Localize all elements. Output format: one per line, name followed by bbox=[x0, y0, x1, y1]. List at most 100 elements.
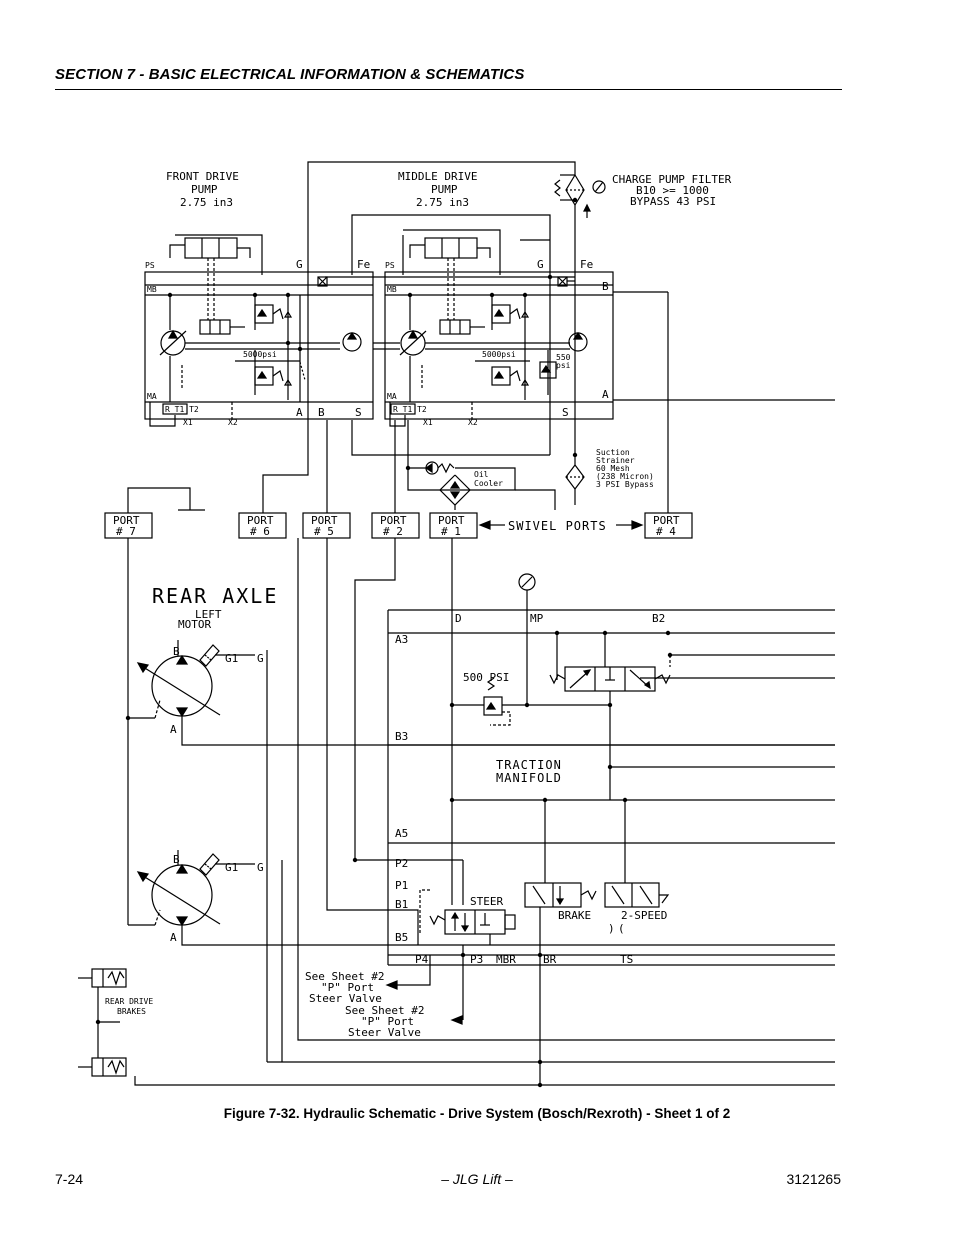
front-pump-title-1: FRONT DRIVE bbox=[166, 170, 239, 183]
footer-brand: – JLG Lift – bbox=[441, 1171, 513, 1187]
page-number: 7-24 bbox=[55, 1171, 84, 1187]
middle-pump-title-1: MIDDLE DRIVE bbox=[398, 170, 477, 183]
port-2: PORT # 2 bbox=[371, 512, 420, 539]
front-rt: R T1 T2 bbox=[165, 405, 199, 414]
manifold-p3: P3 bbox=[470, 953, 483, 966]
manifold-b2: B2 bbox=[652, 612, 665, 625]
front-fe: Fe bbox=[357, 258, 370, 271]
port-7-l1: PORT bbox=[113, 514, 140, 527]
brake-valve bbox=[524, 800, 597, 1085]
middle-b: B bbox=[602, 280, 609, 293]
middle-ma: MA bbox=[387, 392, 397, 401]
charge-filter-line-1: CHARGE PUMP FILTER bbox=[612, 173, 732, 186]
front-ps: PS bbox=[145, 261, 155, 270]
front-a: A bbox=[296, 406, 303, 419]
manifold-a5: A5 bbox=[395, 827, 408, 840]
middle-fe: Fe bbox=[580, 258, 593, 271]
right-motor: B A G1 G bbox=[128, 850, 835, 1062]
port-1-l1: PORT bbox=[438, 514, 465, 527]
middle-pump-box bbox=[384, 271, 614, 420]
front-b: B bbox=[318, 406, 325, 419]
brakes-label-1: REAR DRIVE bbox=[105, 997, 153, 1006]
port-4-l1: PORT bbox=[653, 514, 680, 527]
swivel-ports-label: SWIVEL PORTS bbox=[508, 519, 607, 533]
svg-text:): ) bbox=[608, 922, 615, 935]
manifold-p2: P2 bbox=[395, 857, 408, 870]
front-g: G bbox=[296, 258, 303, 271]
manifold-title-1: TRACTION bbox=[496, 758, 562, 772]
front-x1: X1 bbox=[183, 418, 193, 427]
brakes-label-2: BRAKES bbox=[117, 1007, 146, 1016]
port-6-l1: PORT bbox=[247, 514, 274, 527]
motor2-g1: G1 bbox=[225, 861, 238, 874]
port-6: PORT # 6 bbox=[238, 512, 287, 539]
strainer-line-3: 60 Mesh bbox=[596, 464, 630, 473]
manifold-p4: P4 bbox=[415, 953, 429, 966]
middle-pump-title-3: 2.75 in3 bbox=[416, 196, 469, 209]
oil-cooler-line-2: Cooler bbox=[474, 479, 503, 488]
middle-ps: PS bbox=[385, 261, 395, 270]
port-5-l2: # 5 bbox=[314, 525, 334, 538]
see-sheet-2-l1: See Sheet #2 bbox=[345, 1004, 424, 1017]
motor1-a: A bbox=[170, 723, 177, 736]
motor1-g: G bbox=[257, 652, 264, 665]
front-ma: MA bbox=[147, 392, 157, 401]
front-mb: MB bbox=[147, 285, 157, 294]
port-1: PORT # 1 bbox=[429, 512, 478, 539]
manifold-br: BR bbox=[543, 953, 557, 966]
steer-valve bbox=[419, 860, 516, 945]
motor1-g1: G1 bbox=[225, 652, 238, 665]
doc-number: 3121265 bbox=[786, 1171, 841, 1187]
manifold-d: D bbox=[455, 612, 462, 625]
middle-relief2-b: psi bbox=[556, 361, 571, 370]
front-relief-label: 5000psi bbox=[243, 350, 277, 359]
see-sheet-2-l3: Steer Valve bbox=[348, 1026, 421, 1039]
see-sheet-1-l1: See Sheet #2 bbox=[305, 970, 384, 983]
svg-text:(: ( bbox=[618, 922, 625, 935]
oil-cooler bbox=[351, 420, 556, 510]
middle-relief-label: 5000psi bbox=[482, 350, 516, 359]
front-s: S bbox=[355, 406, 362, 419]
port-2-l1: PORT bbox=[380, 514, 407, 527]
middle-x2: X2 bbox=[468, 418, 478, 427]
strainer-line-1: Suction bbox=[596, 448, 630, 457]
charge-filter-line-3: BYPASS 43 PSI bbox=[630, 195, 716, 208]
motor2-b: B bbox=[173, 853, 180, 866]
two-speed-label: 2-SPEED bbox=[621, 909, 667, 922]
middle-g: G bbox=[537, 258, 544, 271]
middle-relief2-a: 550 bbox=[556, 353, 571, 362]
motor2-a: A bbox=[170, 931, 177, 944]
relief-500-label: 500 PSI bbox=[463, 671, 509, 684]
rear-axle-title: REAR AXLE bbox=[152, 584, 278, 608]
manifold-mbr: MBR bbox=[496, 953, 516, 966]
rear-drive-brakes bbox=[78, 968, 835, 1086]
port-4-l2: # 4 bbox=[656, 525, 676, 538]
motor2-g: G bbox=[257, 861, 264, 874]
front-pump-title-2: PUMP bbox=[191, 183, 218, 196]
left-motor-l2: MOTOR bbox=[178, 618, 211, 631]
see-sheet-1-l2: "P" Port bbox=[321, 981, 374, 994]
middle-pump-unit: 5000psi 550 psi PS MB MA R T1 T2 X1 X2 G… bbox=[384, 229, 614, 427]
see-sheet-1-l3: Steer Valve bbox=[309, 992, 382, 1005]
middle-pump-title-2: PUMP bbox=[431, 183, 458, 196]
manifold-b1: B1 bbox=[395, 898, 408, 911]
manifold-p1: P1 bbox=[395, 879, 408, 892]
see-sheet-2-l2: "P" Port bbox=[361, 1015, 414, 1028]
port-1-l2: # 1 bbox=[441, 525, 461, 538]
figure-caption: Figure 7-32. Hydraulic Schematic - Drive… bbox=[223, 1106, 731, 1121]
header-rule bbox=[55, 89, 842, 90]
manifold-b3: B3 bbox=[395, 730, 408, 743]
left-motor-l1: LEFT bbox=[195, 608, 222, 621]
charge-pump-filter bbox=[554, 174, 606, 218]
strainer-line-2: Strainer bbox=[596, 456, 635, 465]
brake-label: BRAKE bbox=[558, 909, 591, 922]
relief-valve-500 bbox=[452, 677, 610, 726]
middle-mb: MB bbox=[387, 285, 397, 294]
port-5: PORT # 5 bbox=[302, 512, 351, 539]
manifold-mp: MP bbox=[530, 612, 544, 625]
port-7: PORT # 7 bbox=[104, 512, 153, 539]
directional-valve bbox=[549, 633, 835, 800]
manifold-a3: A3 bbox=[395, 633, 408, 646]
middle-rt: R T1 T2 bbox=[393, 405, 427, 414]
